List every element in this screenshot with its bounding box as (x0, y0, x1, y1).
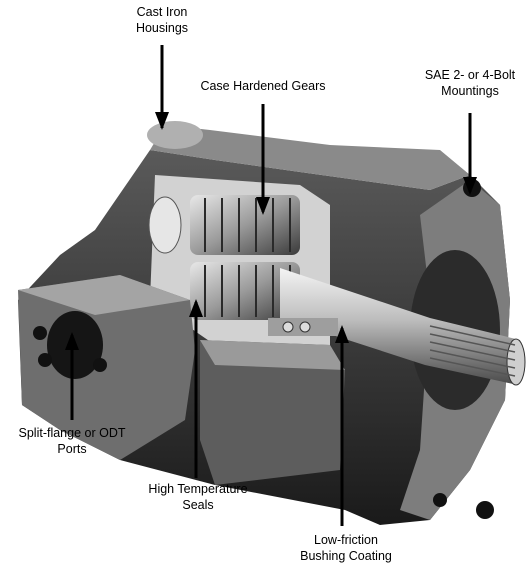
cast-iron-arrowhead (155, 112, 169, 130)
label-low-friction-bushing: Low-friction Bushing Coating (300, 533, 392, 563)
label-sae-mountings: SAE 2- or 4-Bolt Mountings (424, 68, 516, 98)
drive-shaft (280, 268, 526, 386)
ports-arrowhead (65, 332, 79, 350)
seals-arrowhead (189, 299, 203, 317)
leader-lines (65, 45, 477, 526)
mountings-arrowhead (463, 177, 477, 195)
seal-area (268, 318, 338, 336)
label-high-temperature-seals: High Temperature Seals (148, 482, 248, 512)
label-cast-iron-housings: Cast Iron Housings (135, 5, 189, 35)
label-split-flange-ports: Split-flange or ODT Ports (18, 426, 126, 456)
gears (148, 195, 300, 320)
label-case-hardened-gears: Case Hardened Gears (200, 79, 326, 93)
gears-arrowhead (256, 197, 270, 215)
port-block (18, 275, 345, 485)
bushing-arrowhead (335, 325, 349, 343)
